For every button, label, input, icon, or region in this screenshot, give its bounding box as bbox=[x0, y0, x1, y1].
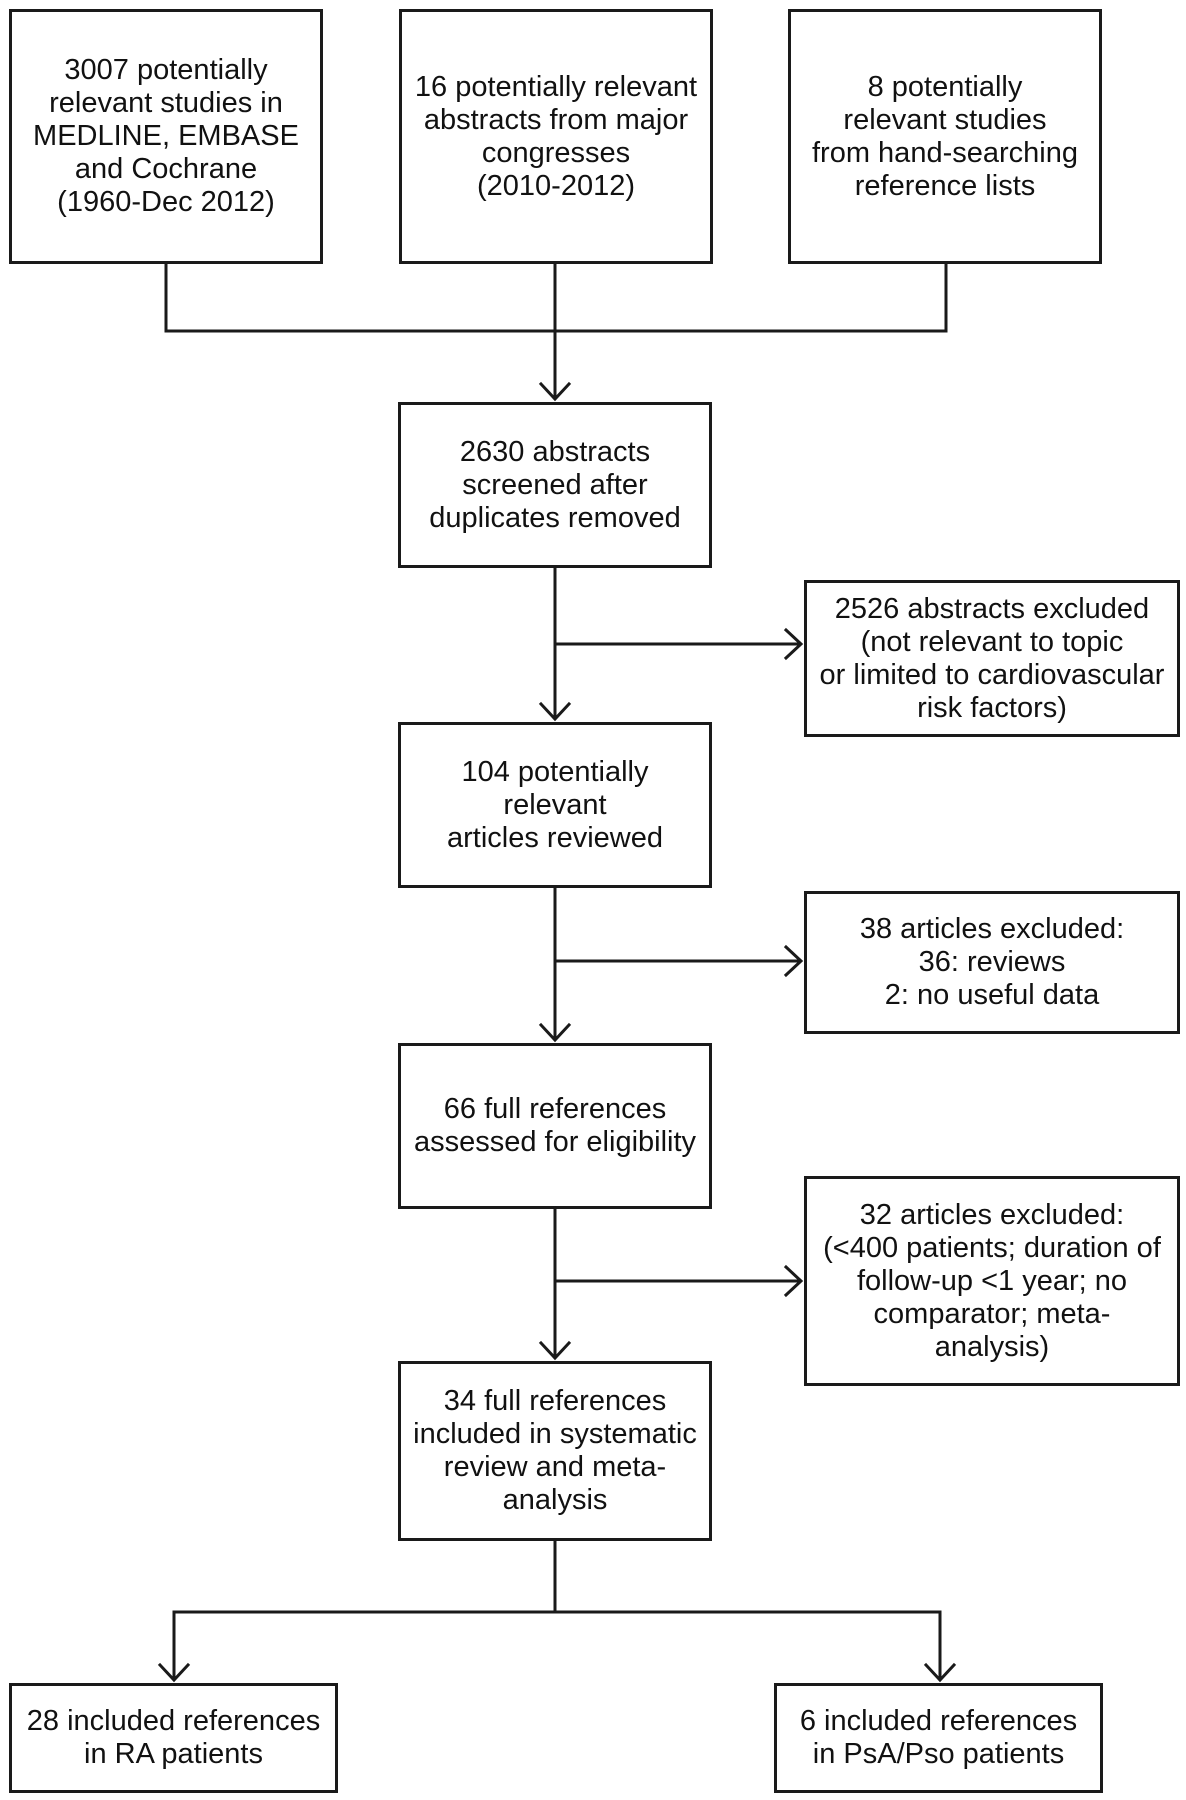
references-included-text: 34 full references included in systemati… bbox=[413, 1385, 697, 1516]
articles-reviewed-box: 104 potentially relevant articles review… bbox=[398, 722, 712, 888]
database-search-box: 3007 potentially relevant studies in MED… bbox=[9, 9, 323, 264]
articles-excluded-criteria-box: 32 articles excluded: (<400 patients; du… bbox=[804, 1176, 1180, 1386]
arrow-head bbox=[783, 1264, 804, 1298]
articles-excluded-reviews-box: 38 articles excluded: 36: reviews 2: no … bbox=[804, 891, 1180, 1034]
arrow-head bbox=[783, 944, 804, 978]
articles-reviewed-text: 104 potentially relevant articles review… bbox=[447, 755, 663, 854]
abstracts-screened-box: 2630 abstracts screened after duplicates… bbox=[398, 402, 712, 568]
psa-pso-references-text: 6 included references in PsA/Pso patient… bbox=[799, 1705, 1078, 1770]
arrow-head bbox=[538, 1022, 572, 1043]
congress-abstracts-text: 16 potentially relevant abstracts from m… bbox=[414, 70, 698, 202]
abstracts-excluded-text: 2526 abstracts excluded (not relevant to… bbox=[819, 592, 1165, 724]
ra-references-box: 28 included references in RA patients bbox=[9, 1683, 338, 1793]
congress-abstracts-box: 16 potentially relevant abstracts from m… bbox=[399, 9, 713, 264]
psa-pso-references-box: 6 included references in PsA/Pso patient… bbox=[774, 1683, 1103, 1793]
articles-excluded-criteria-text: 32 articles excluded: (<400 patients; du… bbox=[823, 1198, 1161, 1363]
ra-references-text: 28 included references in RA patients bbox=[26, 1705, 321, 1770]
full-references-assessed-text: 66 full references assessed for eligibil… bbox=[413, 1093, 697, 1158]
hand-search-box: 8 potentially relevant studies from hand… bbox=[788, 9, 1102, 264]
articles-excluded-reviews-text: 38 articles excluded: 36: reviews 2: no … bbox=[859, 913, 1125, 1011]
arrow-head bbox=[538, 381, 572, 402]
full-references-assessed-box: 66 full references assessed for eligibil… bbox=[398, 1043, 712, 1209]
arrow-head bbox=[157, 1662, 191, 1683]
abstracts-excluded-box: 2526 abstracts excluded (not relevant to… bbox=[804, 580, 1180, 737]
arrow-head bbox=[783, 627, 804, 661]
arrow-head bbox=[538, 701, 572, 722]
references-included-box: 34 full references included in systemati… bbox=[398, 1361, 712, 1541]
arrow-head bbox=[538, 1340, 572, 1361]
database-search-text: 3007 potentially relevant studies in MED… bbox=[33, 54, 299, 218]
hand-search-text: 8 potentially relevant studies from hand… bbox=[812, 70, 1078, 202]
abstracts-screened-text: 2630 abstracts screened after duplicates… bbox=[429, 435, 681, 534]
arrow-head bbox=[923, 1662, 957, 1683]
